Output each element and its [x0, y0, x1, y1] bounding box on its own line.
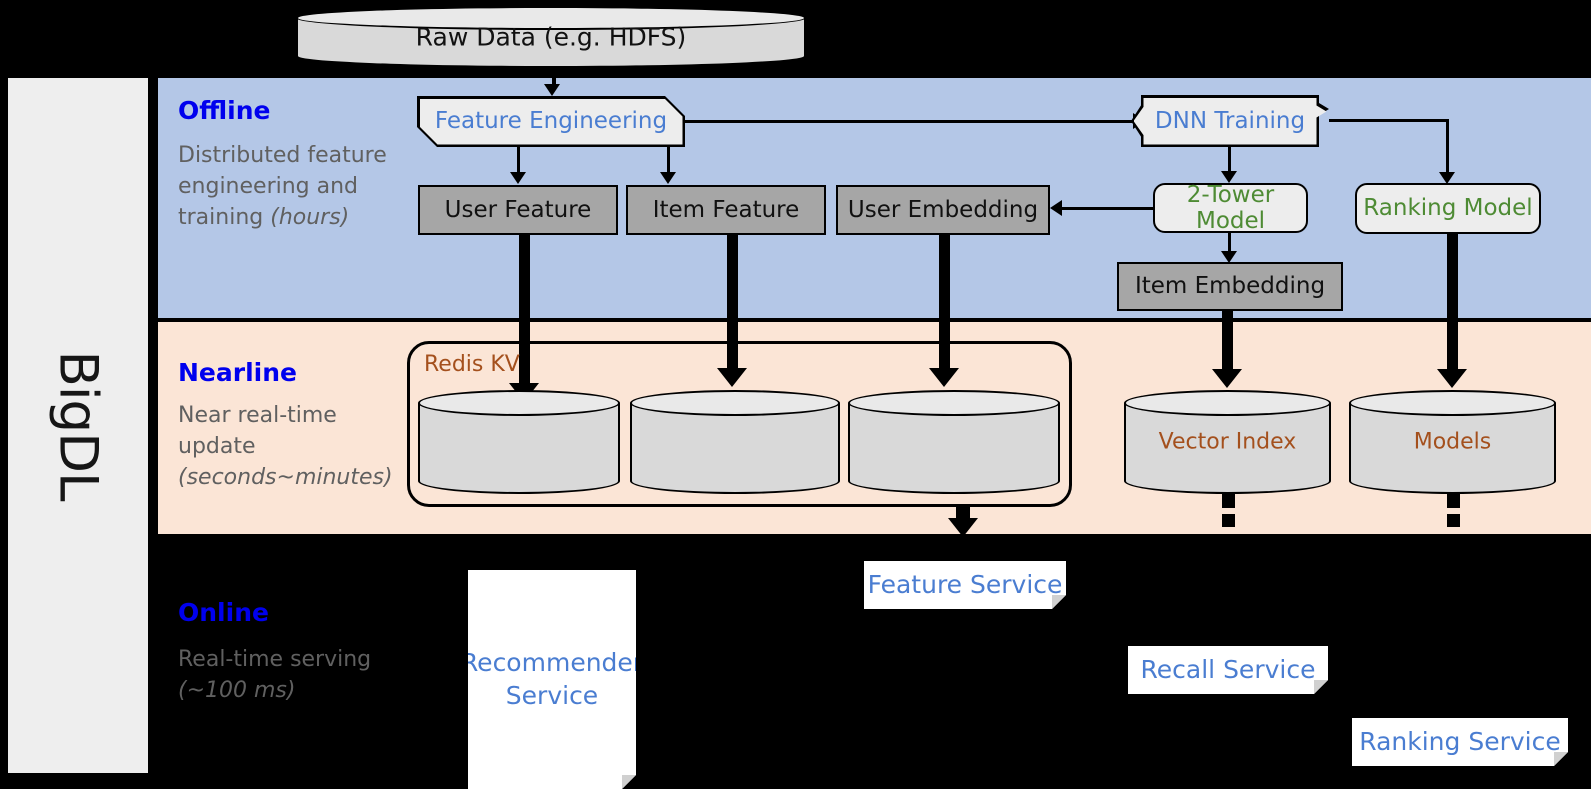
edge-fe-dnn: [685, 120, 1135, 123]
band-title-nearline: Nearline: [178, 358, 297, 387]
edge-dnn-twotower: [1228, 147, 1231, 174]
band-subtitle-online: Real-time serving (~100 ms): [178, 644, 408, 706]
cylinder-body: [848, 403, 1060, 481]
vector-index-cylinder[interactable]: Vector Index: [1124, 390, 1331, 494]
arrowhead-fe-userfeature: [510, 172, 526, 184]
offline-subtitle-italic: (hours): [270, 205, 350, 230]
raw-data-label: Raw Data (e.g. HDFS): [415, 22, 687, 52]
cylinder-body: [418, 403, 620, 481]
band-subtitle-nearline: Near real-time update (seconds~minutes): [178, 400, 408, 493]
node-feature-engineering[interactable]: Feature Engineering: [420, 99, 683, 145]
feature-service-label: Feature Service: [867, 569, 1063, 599]
stub-models-b: [1447, 514, 1460, 527]
band-title-offline: Offline: [178, 96, 271, 125]
pipe-itemembedding-vectorindex: [1222, 311, 1233, 376]
ranking-service-label: Ranking Service: [1359, 726, 1561, 756]
node-item-embedding[interactable]: Item Embedding: [1117, 262, 1343, 311]
cylinder-body: [1124, 403, 1331, 481]
arrowhead-dnn-twotower: [1221, 171, 1237, 183]
fold-corner-ranking-service: [1554, 752, 1568, 766]
stub-vectorindex-a: [1222, 494, 1235, 508]
online-subtitle-italic: (~100 ms): [178, 678, 296, 703]
arrowhead-itemfeature-store: [717, 368, 747, 387]
models-label: Models: [1413, 429, 1492, 455]
pipe-userembedding-store: [939, 235, 950, 375]
arrowhead-userembedding-store: [929, 368, 959, 387]
band-title-online: Online: [178, 598, 269, 627]
arrowhead-rankingmodel-models: [1437, 369, 1467, 388]
pipe-rankingmodel-models: [1447, 234, 1458, 376]
bigdl-rail: BigDL: [8, 78, 148, 773]
models-cylinder[interactable]: Models: [1349, 390, 1556, 494]
redis-kv-group: [407, 341, 1072, 507]
node-item-feature[interactable]: Item Feature: [626, 185, 826, 235]
online-subtitle-plain: Real-time serving: [178, 647, 372, 672]
pipe-userfeature-store: [519, 235, 530, 390]
store-item-feature-cylinder[interactable]: [630, 390, 840, 494]
cylinder-top: [418, 390, 620, 416]
store-user-embedding-cylinder[interactable]: [848, 390, 1060, 494]
raw-data-cylinder: Raw Data (e.g. HDFS): [296, 6, 806, 68]
arrowhead-dnn-ranking: [1439, 172, 1455, 184]
node-dnn-training[interactable]: DNN Training: [1134, 98, 1327, 145]
cylinder-body: [1349, 403, 1556, 481]
node-user-embedding[interactable]: User Embedding: [836, 185, 1050, 235]
edge-fe-userfeature: [517, 147, 520, 175]
arrowhead-twotower-itemembedding: [1221, 251, 1237, 263]
fold-corner-recall-service: [1314, 680, 1328, 694]
edge-twotower-userembedding: [1062, 207, 1154, 210]
cylinder-top: [630, 390, 840, 416]
recall-service-label: Recall Service: [1140, 654, 1316, 684]
node-user-feature[interactable]: User Feature: [418, 185, 618, 235]
redis-kv-label: Redis KV: [424, 352, 520, 377]
arrowhead-redis-featureservice: [948, 518, 978, 537]
card-feature-service[interactable]: Feature Service: [864, 561, 1066, 609]
stub-models-a: [1447, 494, 1460, 508]
cylinder-body: [630, 403, 840, 481]
fold-corner-feature-service: [1052, 595, 1066, 609]
card-recommender-service[interactable]: Recommender Service: [468, 570, 636, 789]
fold-corner-recommender: [622, 775, 636, 789]
stub-vectorindex-b: [1222, 514, 1235, 527]
edge-twotower-itemembedding: [1228, 233, 1231, 255]
edge-rawdata-fe: [552, 66, 556, 88]
offline-subtitle-plain: Distributed feature engineering and trai…: [178, 143, 387, 230]
node-two-tower-model[interactable]: 2-Tower Model: [1153, 182, 1308, 234]
pipe-itemfeature-store: [727, 235, 738, 375]
vector-index-label: Vector Index: [1158, 429, 1297, 455]
stub-redis-featureservice: [956, 507, 970, 521]
cylinder-top: [296, 6, 806, 30]
recommender-service-label: Recommender Service: [460, 648, 644, 710]
edge-dnn-ranking-v: [1446, 119, 1449, 175]
arrowhead-fe-itemfeature: [660, 172, 676, 184]
band-subtitle-offline: Distributed feature engineering and trai…: [178, 140, 388, 233]
node-ranking-model[interactable]: Ranking Model: [1355, 183, 1541, 234]
card-ranking-service[interactable]: Ranking Service: [1352, 718, 1568, 766]
nearline-subtitle-italic: (seconds~minutes): [178, 465, 393, 490]
store-user-feature-cylinder[interactable]: [418, 390, 620, 494]
cylinder-top: [1124, 390, 1331, 416]
edge-fe-itemfeature: [667, 147, 670, 175]
arrowhead-rawdata-fe: [544, 84, 560, 96]
edge-dnn-ranking-h: [1329, 119, 1449, 122]
cylinder-top: [1349, 390, 1556, 416]
bigdl-label: BigDL: [47, 350, 109, 501]
arrowhead-itemembedding-vectorindex: [1212, 369, 1242, 388]
card-recall-service[interactable]: Recall Service: [1128, 646, 1328, 694]
arrowhead-twotower-userembedding: [1050, 200, 1062, 216]
cylinder-top: [848, 390, 1060, 416]
nearline-subtitle-plain: Near real-time update: [178, 403, 337, 459]
